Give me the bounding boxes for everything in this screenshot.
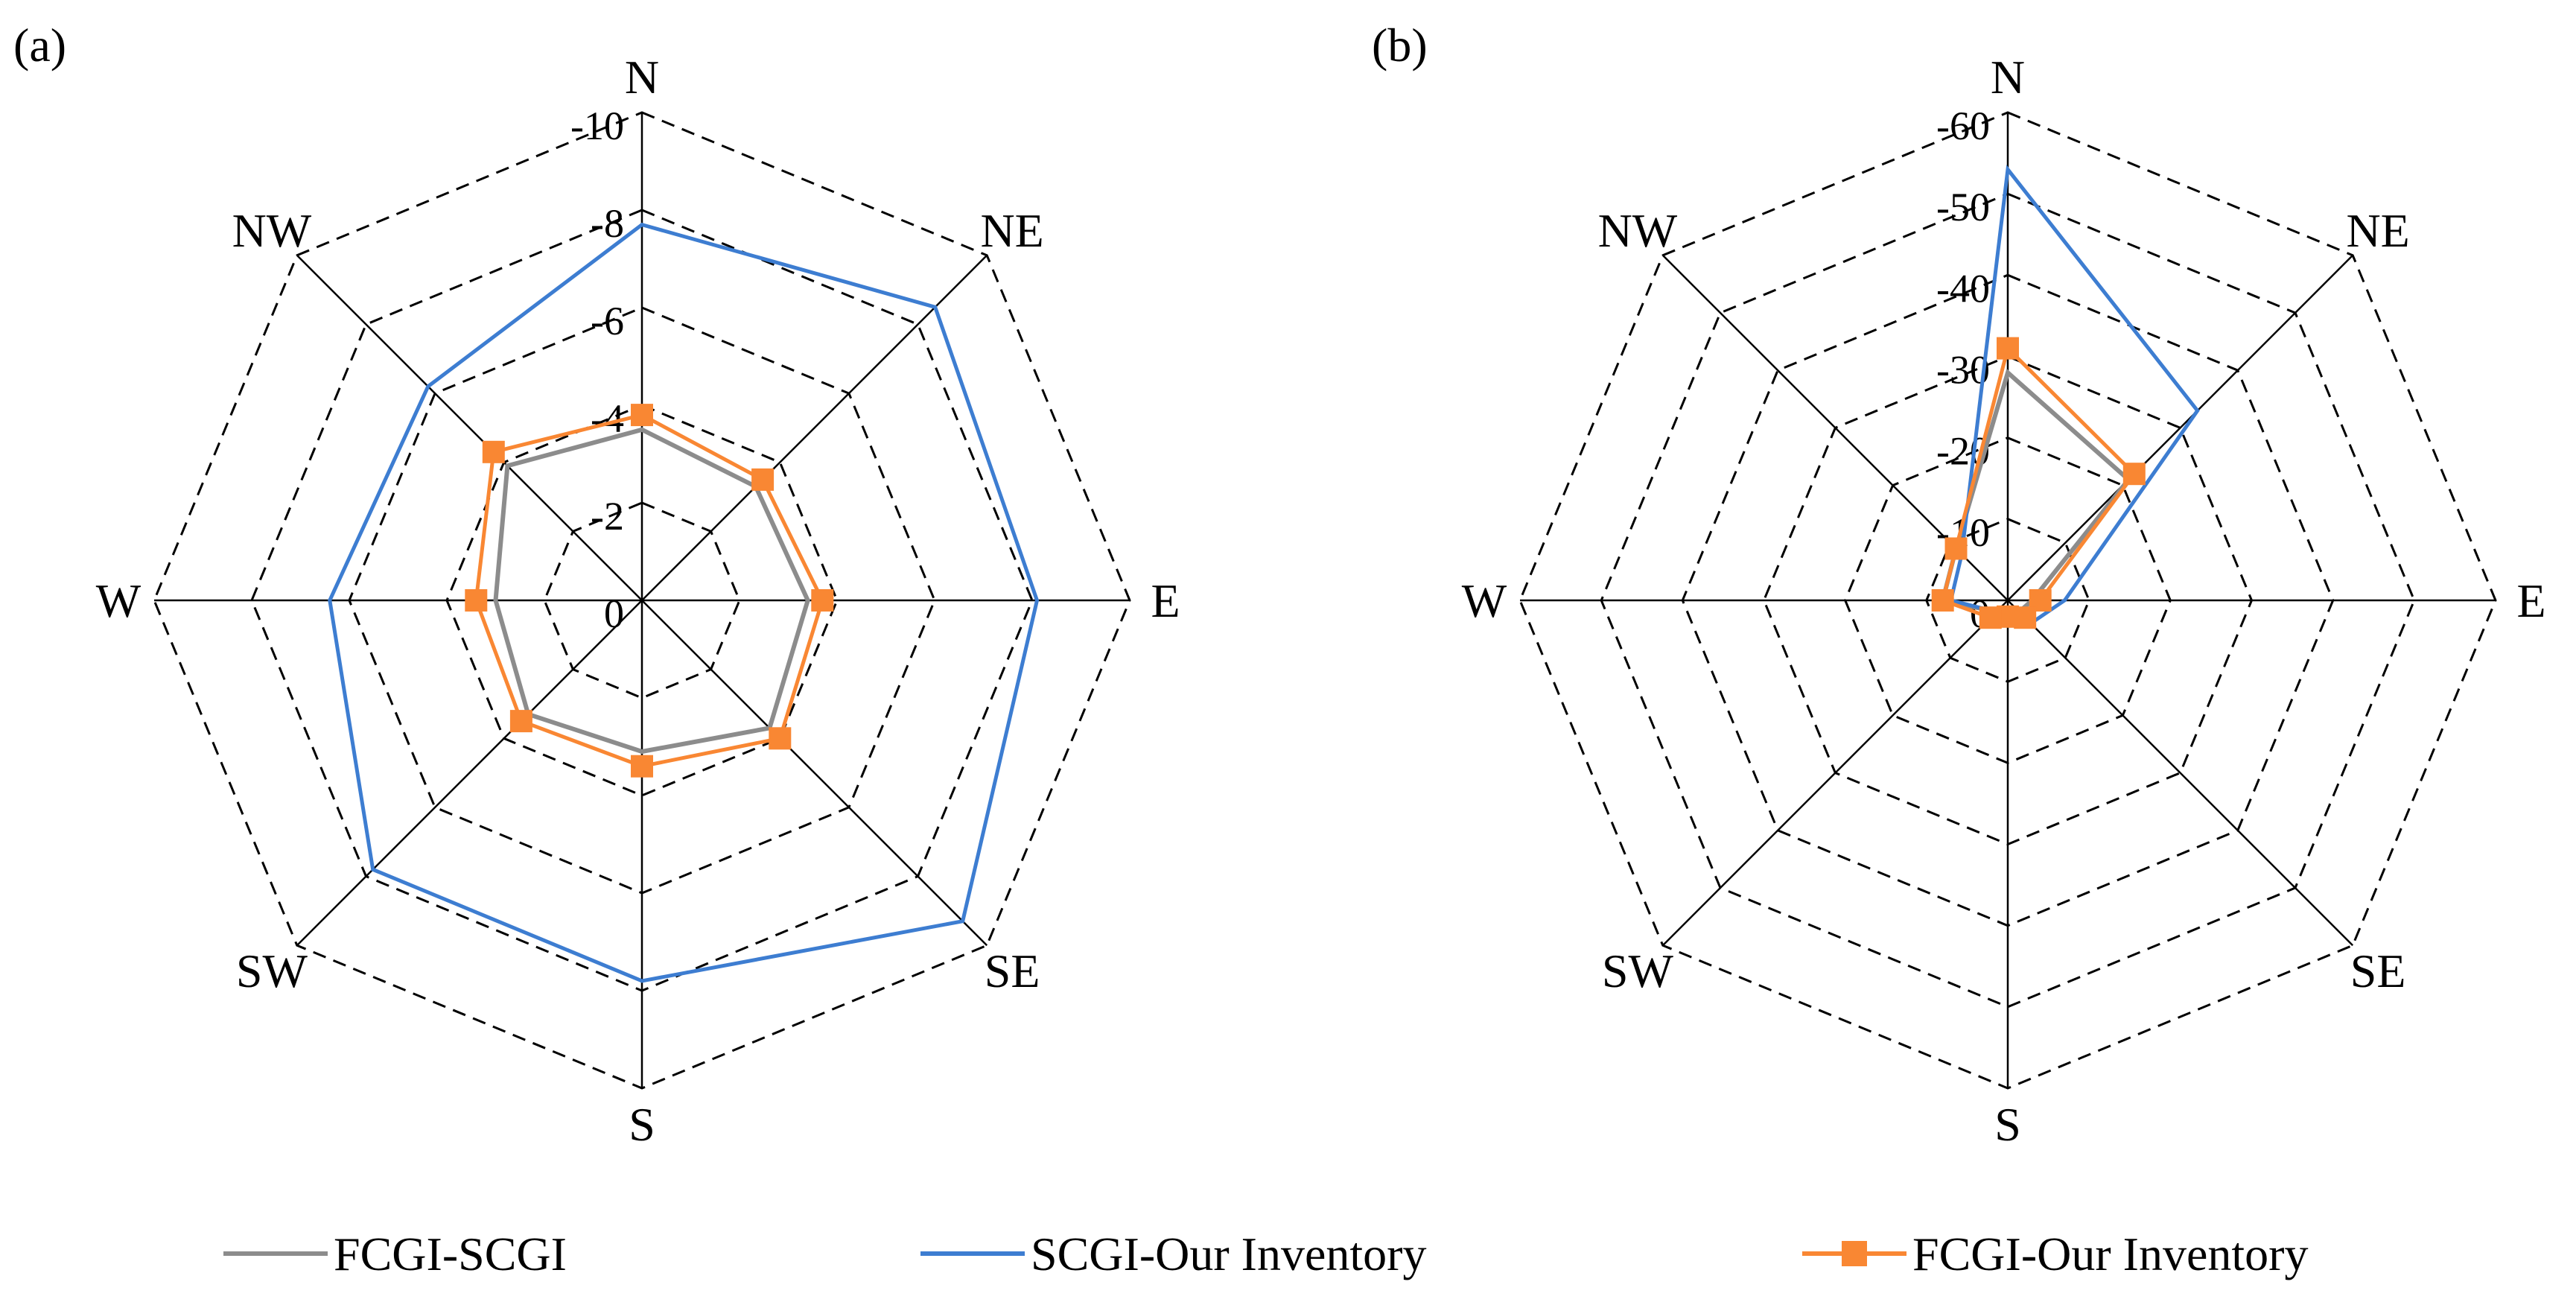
direction-label-nw: NW [1598, 204, 1678, 257]
direction-label-ne: NE [2346, 204, 2409, 257]
series-point-fcgi-our-inventory-w [1931, 589, 1954, 612]
tick-label: -8 [591, 201, 624, 246]
legend-label-fcgi-our-inventory: FCGI-Our Inventory [1912, 1228, 2308, 1280]
gridline-ring [543, 501, 741, 699]
tick-label: -60 [1936, 104, 1990, 148]
series-point-fcgi-our-inventory-e [811, 589, 834, 612]
series-point-fcgi-our-inventory-sw [1979, 606, 2002, 629]
tick-label: -6 [591, 299, 624, 343]
direction-label-s: S [1994, 1098, 2021, 1151]
tick-label: 0 [604, 591, 624, 636]
tick-label: -4 [591, 396, 624, 441]
axis-spoke [641, 600, 988, 947]
direction-label-sw: SW [236, 944, 308, 997]
panel-label-b: (b) [1372, 19, 1428, 72]
axis-spoke [296, 600, 643, 947]
direction-label-sw: SW [1602, 944, 1674, 997]
tick-label: -40 [1936, 266, 1990, 311]
tick-label: -10 [570, 104, 624, 148]
axis-spoke [2007, 600, 2354, 947]
direction-label-e: E [1151, 574, 1180, 627]
direction-label-w: W [96, 574, 141, 627]
direction-label-s: S [629, 1098, 655, 1151]
series-point-fcgi-our-inventory-s [631, 755, 653, 778]
panel-label-a: (a) [13, 19, 66, 72]
direction-label-e: E [2516, 574, 2545, 627]
series-point-fcgi-our-inventory-n [631, 404, 653, 427]
axis-spoke [1661, 600, 2009, 947]
legend: FCGI-SCGI SCGI-Our Inventory FCGI-Our In… [223, 1228, 2308, 1280]
axis-spoke [2007, 254, 2354, 601]
tick-label: -2 [591, 494, 624, 539]
gridline-ring [445, 404, 839, 797]
direction-label-n: N [625, 51, 659, 104]
direction-label-se: SE [2350, 944, 2406, 997]
series-line-scgi-our-inventory [328, 222, 1040, 983]
legend-label-fcgi-scgi: FCGI-SCGI [334, 1228, 567, 1280]
direction-label-w: W [1462, 574, 1507, 627]
tick-label: -50 [1936, 185, 1990, 229]
direction-label-ne: NE [980, 204, 1043, 257]
direction-label-n: N [1991, 51, 2025, 104]
radar-panel-a: (a) N NE E SE S SW W NW 0 -2 -4 -6 -8 -10 [13, 19, 1180, 1151]
direction-label-se: SE [985, 944, 1040, 997]
axis-spoke [296, 254, 643, 601]
series-point-fcgi-our-inventory-w [465, 589, 488, 612]
series-point-fcgi-our-inventory-ne [2122, 463, 2146, 486]
series-line-fcgi-scgi [493, 427, 810, 755]
axis-spoke [641, 254, 988, 601]
series-point-fcgi-our-inventory-n [1997, 337, 2019, 360]
direction-label-nw: NW [232, 204, 312, 257]
series-point-fcgi-our-inventory-nw [482, 440, 505, 463]
series-point-fcgi-our-inventory-nw [1944, 537, 1968, 560]
legend-label-scgi-our-inventory: SCGI-Our Inventory [1031, 1228, 1426, 1280]
series-point-fcgi-our-inventory-se [769, 727, 792, 750]
legend-marker-fcgi-our-inventory [1842, 1241, 1867, 1266]
gridline-ring [1600, 192, 2416, 1009]
series-point-fcgi-our-inventory-sw [509, 710, 532, 733]
series-point-fcgi-our-inventory-ne [751, 468, 775, 491]
